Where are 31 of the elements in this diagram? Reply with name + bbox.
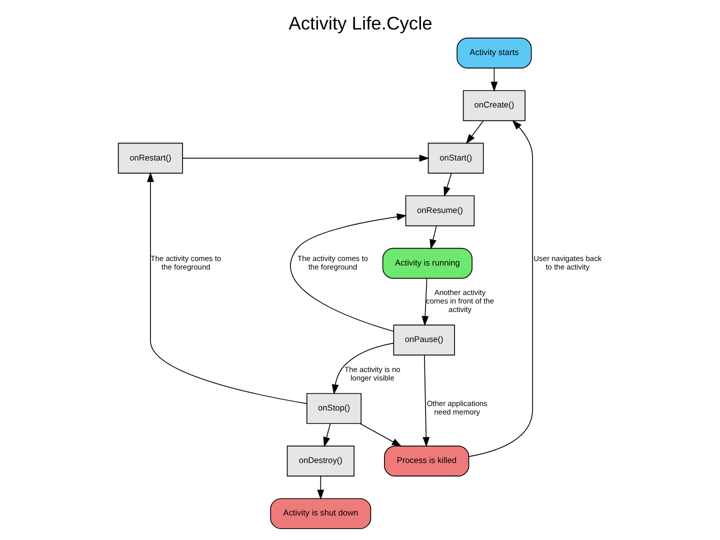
node-box: onStop() <box>306 393 362 424</box>
node-box: onCreate() <box>462 90 525 122</box>
arrow <box>182 154 429 162</box>
node-box: onStart() <box>427 142 484 174</box>
arrow <box>290 213 406 332</box>
edge-label: The activity is no longer visible <box>344 364 400 382</box>
edge-label: Another activity comes in front of the activity <box>426 288 494 314</box>
arrow <box>322 423 330 448</box>
diagram-title: Activity Life.Cycle <box>288 12 432 34</box>
arrow <box>331 342 394 394</box>
arrow <box>421 278 428 326</box>
edge-label: Other applications need memory <box>426 399 487 417</box>
arrow <box>490 68 498 92</box>
node-box: onRestart() <box>117 142 182 174</box>
node-box: Process is killed <box>384 446 469 476</box>
arrow <box>465 120 484 144</box>
arrow <box>443 173 452 197</box>
node-box: onPause() <box>392 324 454 356</box>
node-box: Activity is shut down <box>270 498 371 530</box>
arrow <box>146 172 306 404</box>
arrow <box>468 120 532 457</box>
node-box: Activity starts <box>456 38 532 69</box>
arrow <box>316 476 324 500</box>
node-box: onResume() <box>404 195 474 226</box>
arrow <box>359 423 402 447</box>
node-box: Activity is running <box>382 248 472 279</box>
edge-label: The activity comes to the foreground <box>297 254 368 272</box>
arrow <box>429 226 436 250</box>
arrow <box>422 354 430 448</box>
edge-label: User navigates back to the activity <box>533 254 602 272</box>
node-box: onDestroy() <box>286 446 354 476</box>
